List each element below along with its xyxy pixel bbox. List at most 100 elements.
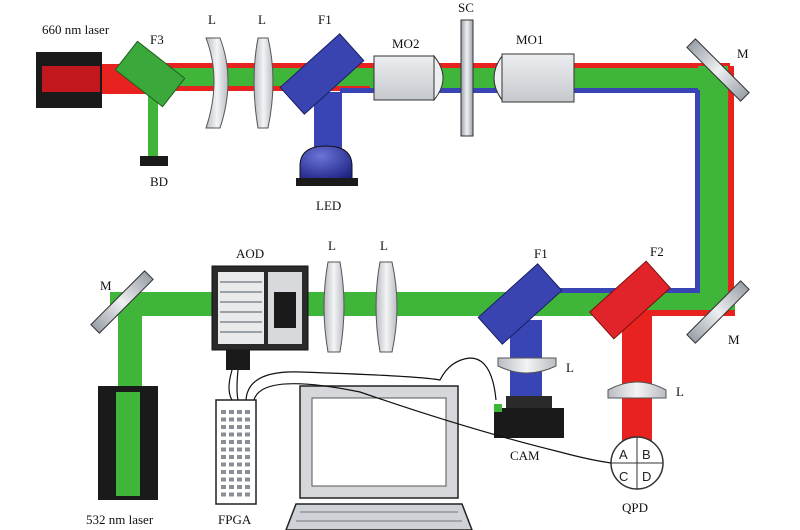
label-aod: AOD	[236, 246, 264, 261]
fpga-pin	[245, 455, 250, 459]
fpga-pin	[229, 447, 234, 452]
qpd-quadrant-b: B	[642, 447, 651, 462]
label-sc: SC	[458, 0, 474, 15]
filter-f3	[114, 40, 186, 108]
qpd-quadrant-d: D	[642, 469, 651, 484]
filter-f2	[589, 260, 671, 340]
qpd-quadrant-c: C	[619, 469, 628, 484]
fpga-pin	[245, 492, 250, 497]
label-m-left: M	[100, 278, 112, 293]
fpga-pin	[245, 410, 250, 414]
fpga-pin	[237, 477, 242, 482]
label-m-top: M	[737, 46, 749, 61]
label-f3: F3	[150, 32, 164, 47]
fpga-pin	[245, 485, 250, 489]
fpga-pin	[237, 447, 242, 452]
fpga-pin	[221, 417, 226, 422]
beam-dump	[140, 156, 168, 166]
label-bd: BD	[150, 174, 168, 189]
fpga-pin	[229, 492, 234, 497]
lens-4	[375, 261, 398, 353]
filter-f1-bottom	[477, 263, 563, 345]
fpga-pin	[245, 470, 250, 474]
label-l2: L	[258, 12, 266, 27]
fpga-pin	[221, 432, 226, 437]
aod-deflector	[211, 265, 309, 370]
blue-beam-bottom	[520, 288, 700, 293]
fpga-pin	[229, 425, 234, 429]
fpga-pin	[245, 432, 250, 437]
green-beam-right	[698, 66, 732, 306]
fpga-pin	[221, 462, 226, 467]
fpga-pin	[221, 455, 226, 459]
label-l4: L	[380, 238, 388, 253]
fpga-pin	[245, 440, 250, 444]
green-beam-to-bd	[148, 90, 158, 160]
label-mo2: MO2	[392, 36, 419, 51]
fpga-pin	[237, 455, 242, 459]
red-beam-top-upper	[160, 63, 730, 68]
lens-3	[323, 261, 345, 353]
fpga-pin	[221, 410, 226, 414]
fpga-pin	[237, 417, 242, 422]
red-beam-bottom	[600, 310, 735, 316]
fpga-pin	[229, 410, 234, 414]
fpga-pin	[237, 425, 242, 429]
label-f1-top: F1	[318, 12, 332, 27]
fpga-pin	[221, 440, 226, 444]
label-f1-bottom: F1	[534, 246, 548, 261]
objective-mo1	[493, 53, 575, 103]
label-fpga: FPGA	[218, 512, 252, 527]
lens-cam	[497, 357, 557, 374]
fpga-pin	[229, 462, 234, 467]
fpga-pin	[237, 462, 242, 467]
fpga-pin	[229, 432, 234, 437]
signal-cables	[228, 357, 612, 464]
label-l-cam: L	[566, 360, 574, 375]
label-l3: L	[328, 238, 336, 253]
label-led: LED	[316, 198, 341, 213]
led-source	[296, 145, 358, 186]
mirror-bottom-right	[686, 280, 750, 344]
label-m-right: M	[728, 332, 740, 347]
label-qpd: QPD	[622, 500, 648, 515]
label-l1: L	[208, 12, 216, 27]
qpd-quadrant-a: A	[619, 447, 628, 462]
label-f2: F2	[650, 244, 664, 259]
quadrant-photodiode: A B C D	[610, 436, 664, 490]
fpga-pin	[237, 410, 242, 414]
lens-1	[205, 37, 229, 129]
fpga-pin	[229, 470, 234, 474]
fpga-pin	[245, 462, 250, 467]
lens-2	[253, 37, 274, 129]
fpga-pin	[221, 447, 226, 452]
laser-660	[36, 52, 102, 108]
objective-mo2	[373, 54, 444, 102]
fpga-pin	[221, 470, 226, 474]
fpga-pin	[237, 432, 242, 437]
camera	[494, 396, 564, 438]
label-cam: CAM	[510, 448, 540, 463]
lens-qpd	[607, 381, 667, 399]
label-mo1: MO1	[516, 32, 543, 47]
label-l-qpd: L	[676, 384, 684, 399]
filter-f1-top	[279, 33, 365, 115]
fpga-pin	[229, 440, 234, 444]
blue-beam-right	[695, 90, 700, 290]
fpga-pin	[245, 425, 250, 429]
laser-532	[98, 386, 158, 500]
fpga-pin	[237, 485, 242, 489]
sample-chamber	[460, 19, 474, 137]
red-beam-right	[728, 66, 734, 306]
fpga-pin	[221, 492, 226, 497]
fpga-pin	[237, 492, 242, 497]
fpga-pin	[229, 455, 234, 459]
fpga-pin	[221, 477, 226, 482]
mirror-left	[90, 270, 154, 334]
fpga-pin	[245, 477, 250, 482]
blue-beam-led	[314, 92, 342, 152]
label-660-laser: 660 nm laser	[42, 22, 110, 37]
fpga-pin	[237, 470, 242, 474]
